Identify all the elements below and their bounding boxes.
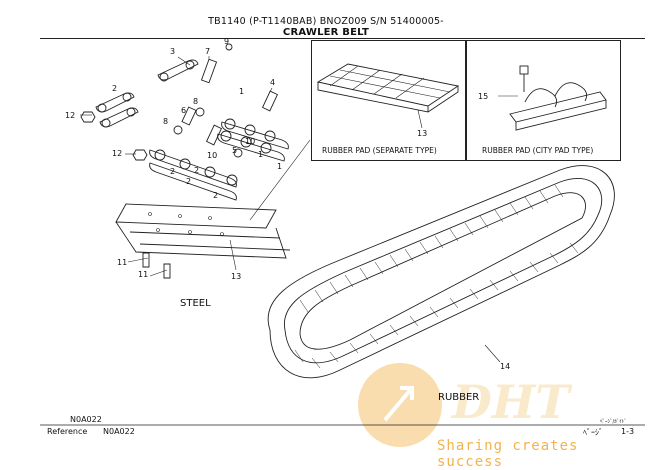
- separate-type-inset: [311, 40, 467, 161]
- doc-header-title: CRAWLER BELT: [282, 27, 370, 38]
- callout-10-a: 10: [245, 137, 256, 146]
- callout-2-c: 2: [194, 166, 200, 175]
- dht-watermark-logo: DHT: [358, 363, 573, 447]
- city-rubber-pad: [498, 65, 607, 131]
- callout-11-a: 11: [117, 258, 128, 267]
- callout-8-a: 8: [193, 97, 199, 106]
- callout-3: 3: [170, 47, 176, 56]
- callout-1-c: 1: [277, 162, 283, 171]
- track-link-chain-right: [217, 118, 289, 162]
- callout-1-b: 1: [258, 150, 264, 159]
- callout-13-a: 13: [231, 272, 242, 281]
- callout-2-a: 2: [112, 84, 118, 93]
- footer-page-number: 1-3: [621, 427, 635, 436]
- callout-2-e: 2: [213, 191, 219, 200]
- pin-parts: [173, 43, 279, 158]
- steel-shoe: [115, 203, 291, 259]
- track-link-upper: [157, 59, 199, 82]
- callout-8-b: 8: [163, 117, 169, 126]
- callout-5: 5: [232, 146, 238, 155]
- callout-12-a: 12: [65, 111, 76, 120]
- svg-text:DHT: DHT: [450, 375, 573, 429]
- callout-6: 6: [181, 106, 187, 115]
- footer-reference-code: N0A022: [103, 427, 135, 436]
- rubber-crawler-track: [267, 165, 615, 379]
- callout-9: 9: [224, 37, 230, 46]
- caption-steel: STEEL: [180, 298, 211, 309]
- callout-4: 4: [270, 78, 276, 87]
- callout-2-d: 2: [186, 177, 192, 186]
- caption-city-pad-type: RUBBER PAD (CITY PAD TYPE): [482, 146, 594, 155]
- track-link-left: [95, 92, 139, 128]
- watermark-tagline: Sharing creates success: [437, 438, 579, 470]
- footer-page-tiny: ﾍﾟｰｼﾞ/ｶﾞｲﾄﾞ: [600, 419, 627, 425]
- footer-reference-label: Reference: [47, 427, 88, 436]
- city-pad-type-inset: [465, 40, 621, 161]
- callout-7: 7: [205, 47, 211, 56]
- callout-12-b: 12: [112, 149, 123, 158]
- footer-code-top: N0A022: [70, 415, 102, 424]
- callout-14: 14: [500, 362, 511, 371]
- footer-page-label: ﾍﾟｰｼﾞ: [583, 428, 603, 437]
- callout-11-b: 11: [138, 270, 149, 279]
- track-link-chain-center: [149, 149, 238, 201]
- callout-2-b: 2: [170, 167, 176, 176]
- header-rule: [40, 38, 645, 39]
- separate-rubber-pad: [316, 63, 460, 129]
- callout-15: 15: [478, 92, 489, 101]
- callout-1-a: 1: [239, 87, 245, 96]
- caption-rubber: RUBBER: [438, 392, 480, 403]
- caption-separate-type: RUBBER PAD (SEPARATE TYPE): [322, 146, 437, 155]
- callout-13-b: 13: [417, 129, 428, 138]
- doc-header-model: TB1140 (P-T1140BAB) BNOZ009 S/N 51400005…: [208, 16, 444, 27]
- bolts-nuts: [80, 111, 171, 279]
- parts-diagram: DHT: [40, 43, 645, 447]
- callout-10-b: 10: [207, 151, 218, 160]
